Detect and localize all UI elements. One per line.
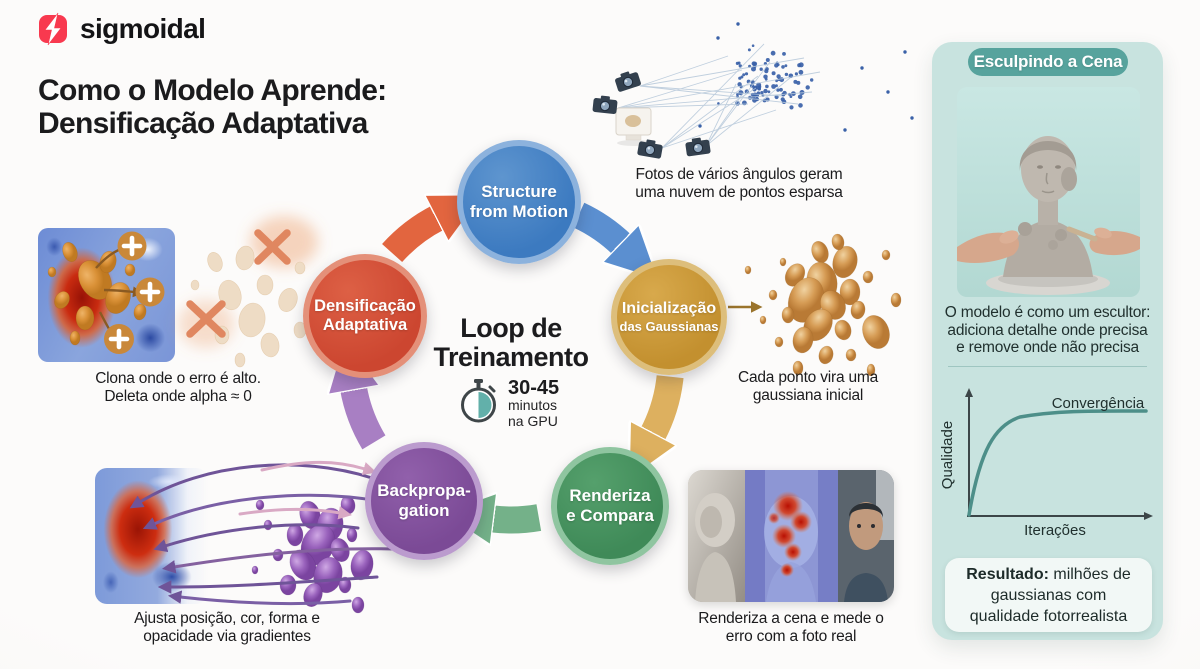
loop-node-backpropagation: Backpropa- gation xyxy=(365,442,483,560)
arrow-render-to-backprop xyxy=(492,518,542,520)
brand-header: sigmoidal xyxy=(38,12,206,46)
loop-node-structure-from-motion: Structure from Motion xyxy=(457,140,581,264)
plus-icon xyxy=(117,231,147,261)
camera-icons xyxy=(592,71,711,159)
convergence-curve xyxy=(967,409,1148,517)
render-vs-photo-image xyxy=(688,470,894,602)
sidebar-header: Esculpindo a Cena xyxy=(968,48,1128,76)
caption-render: Renderiza a cena e mede o erro com a fot… xyxy=(698,610,884,645)
convergence-chart: Convergência Qualidade Iterações xyxy=(939,388,1153,539)
backprop-gaussians-cluster xyxy=(251,495,374,614)
time-device: na GPU xyxy=(508,412,558,429)
training-time: 30-45 minutos na GPU xyxy=(458,378,559,429)
reconstruction-object xyxy=(615,107,652,146)
faded-gaussians-cluster xyxy=(190,245,307,368)
delete-x-marks xyxy=(186,229,291,338)
sparse-point-cloud xyxy=(698,22,914,132)
curve-annotation: Convergência xyxy=(1052,395,1145,412)
y-axis-label: Qualidade xyxy=(939,421,956,489)
result-label: Resultado: xyxy=(966,565,1049,583)
sidebar-description: O modelo é como um escultor: adiciona de… xyxy=(944,304,1151,356)
x-icon xyxy=(254,229,291,265)
loop-node-inicializacao-gaussianas: Inicialização das Gaussianas xyxy=(611,259,727,375)
brand-name: sigmoidal xyxy=(80,13,206,44)
x-icon xyxy=(186,300,226,338)
time-value: 30-45 xyxy=(508,377,560,399)
time-unit: minutos xyxy=(508,397,558,413)
face-triptych-graphic xyxy=(688,470,894,602)
clone-plus-badges xyxy=(104,231,165,354)
arrow-sfm-to-init xyxy=(572,202,623,245)
gradient-error-heatmap xyxy=(95,468,208,604)
caption-sfm: Fotos de vários ângulos geram uma nuvem … xyxy=(635,166,843,201)
caption-init: Cada ponto vira uma gaussiana inicial xyxy=(737,369,879,404)
sidebar-divider xyxy=(948,366,1147,367)
loop-node-renderiza-compara: Renderiza e Compara xyxy=(551,447,669,565)
arrow-backprop-to-densify xyxy=(353,388,386,450)
arrow-densify-to-sfm xyxy=(382,217,438,263)
plus-icon xyxy=(135,277,165,307)
sigmoidal-logo-icon xyxy=(39,12,67,46)
camera-rays xyxy=(617,43,821,149)
page-title: Como o Modelo Aprende: Densificação Adap… xyxy=(38,74,387,140)
sidebar-panel: Esculpindo a Cena xyxy=(932,42,1163,640)
stopwatch-icon xyxy=(461,379,496,423)
loop-center-title: Loop de Treinamento xyxy=(433,313,589,372)
sculptor-graphic xyxy=(957,136,1140,295)
initial-gaussians-cluster xyxy=(744,233,902,377)
gradient-arrows xyxy=(129,460,396,606)
caption-densify: Clona onde o erro é alto. Deleta onde al… xyxy=(95,370,261,405)
plus-icon xyxy=(104,324,134,354)
sculptor-image xyxy=(957,87,1140,297)
loop-ring-arrows xyxy=(353,202,684,520)
result-text: milhões de gaussianas com qualidade foto… xyxy=(969,565,1131,625)
caption-backprop: Ajusta posição, cor, forma e opacidade v… xyxy=(134,610,320,645)
loop-node-densificacao-adaptativa: Densificação Adaptativa xyxy=(303,254,427,378)
x-axis-label: Iterações xyxy=(1024,522,1086,539)
result-callout: Resultado: milhões de gaussianas com qua… xyxy=(945,558,1152,632)
arrow-init-to-render xyxy=(652,374,684,435)
